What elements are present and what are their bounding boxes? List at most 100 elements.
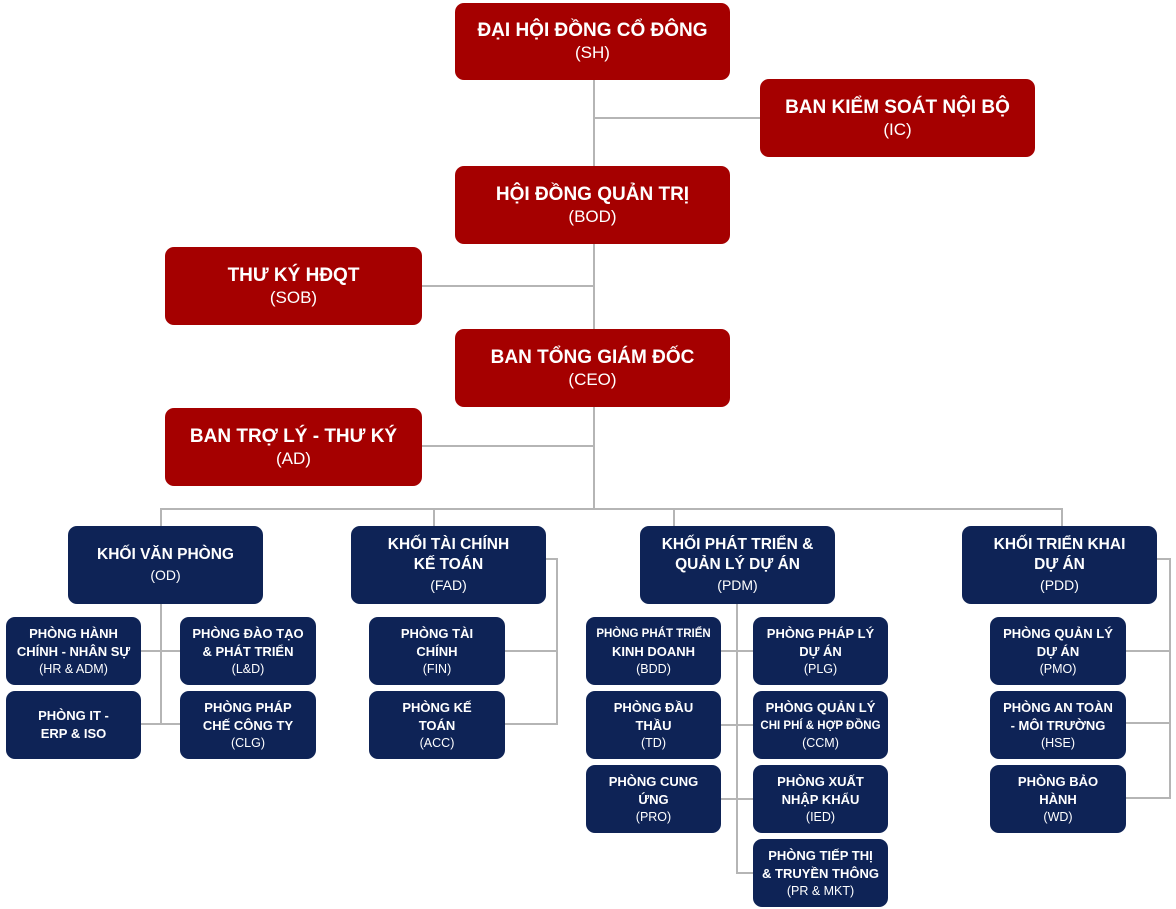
dept-title-line1: PHÒNG TÀI	[400, 625, 474, 641]
dept-title: PHÒNG AN TOÀN- MÔI TRƯỜNG	[1003, 699, 1113, 735]
connector-pdd-row3	[1126, 797, 1170, 799]
node-title: THƯ KÝ HĐQT	[227, 264, 360, 286]
dept-title-line1: PHÒNG CUNG	[608, 773, 699, 789]
dept-code: (IED)	[805, 809, 836, 824]
dept-title-line2: ỨNG	[638, 791, 669, 807]
dept-title: PHÒNG ĐÀO TẠO& PHÁT TRIỂN	[192, 625, 303, 661]
dept-title-line1: PHÒNG KẾ	[402, 699, 472, 715]
dept-code: (PRO)	[635, 809, 672, 824]
dept-corporate-legal[interactable]: PHÒNG PHÁP CHẾ CÔNG TY (CLG)	[180, 691, 316, 759]
dept-title-line1: PHÒNG BẢO	[1017, 773, 1099, 789]
connector-od-spine	[160, 604, 162, 725]
node-assistant-secretary[interactable]: BAN TRỢ LÝ - THƯ KÝ (AD)	[165, 408, 422, 486]
node-ceo[interactable]: BAN TỔNG GIÁM ĐỐC (CEO)	[455, 329, 730, 407]
dept-import-export[interactable]: PHÒNG XUẤT NHẬP KHẨU (IED)	[753, 765, 888, 833]
dept-code: (FIN)	[422, 661, 452, 676]
connector-pdm-row3	[721, 798, 753, 800]
dept-title-line2: HÀNH	[1039, 791, 1077, 807]
block-title-line2: DỰ ÁN	[1034, 556, 1085, 573]
node-title: BAN TỔNG GIÁM ĐỐC	[490, 346, 695, 368]
connector-ad	[422, 445, 594, 447]
node-code: (IC)	[883, 119, 912, 139]
connector-pdm-spine	[736, 604, 738, 874]
connector-od-row1	[141, 650, 181, 652]
dept-pr-marketing[interactable]: PHÒNG TIẾP THỊ& TRUYỀN THÔNG (PR & MKT)	[753, 839, 888, 907]
node-title: ĐẠI HỘI ĐỒNG CỔ ĐÔNG	[477, 20, 708, 41]
node-board-secretary[interactable]: THƯ KÝ HĐQT (SOB)	[165, 247, 422, 325]
dept-title: PHÒNG CUNG ỨNG	[609, 773, 699, 809]
dept-it-erp-iso[interactable]: PHÒNG IT -ERP & ISO	[6, 691, 141, 759]
node-code: (CEO)	[568, 369, 617, 389]
dept-title: PHÒNG PHÁT TRIỂN KINH DOANH	[596, 625, 710, 661]
dept-title-line2: & PHÁT TRIỂN	[202, 643, 294, 659]
block-title: KHỐI VĂN PHÒNG	[97, 546, 234, 563]
node-shareholders[interactable]: ĐẠI HỘI ĐỒNG CỔ ĐÔNG (SH)	[455, 3, 730, 80]
dept-code: (L&D)	[231, 661, 265, 676]
block-title-line1: KHỐI TÀI CHÍNH	[387, 536, 510, 553]
dept-title-line2: DỰ ÁN	[1036, 643, 1080, 659]
dept-title-line1: PHÒNG HÀNH	[29, 625, 118, 641]
dept-title-line1: PHÒNG TIẾP THỊ	[768, 847, 873, 863]
block-title-line1: KHỐI TRIỂN KHAI	[993, 536, 1126, 553]
connector-od-row2	[141, 723, 181, 725]
node-code: (SOB)	[269, 287, 318, 307]
connector-pdm-row1	[721, 650, 753, 652]
dept-title-line2: CHẾ CÔNG TY	[202, 717, 294, 733]
dept-title-line2: NHẬP KHẨU	[781, 791, 860, 807]
dept-title-line1: PHÒNG PHÁP	[204, 699, 292, 715]
dept-title-line2: TOÁN	[418, 717, 456, 733]
dept-title-line1: PHÒNG AN TOÀN	[1003, 699, 1113, 715]
block-office[interactable]: KHỐI VĂN PHÒNG (OD)	[68, 526, 263, 604]
dept-title: PHÒNG XUẤT NHẬP KHẨU	[777, 773, 864, 809]
node-internal-control[interactable]: BAN KIỂM SOÁT NỘI BỘ (IC)	[760, 79, 1035, 157]
dept-code: (PR & MKT)	[786, 883, 855, 898]
connector-bus	[160, 508, 1063, 510]
block-title-line2: KẾ TOÁN	[413, 556, 484, 573]
dept-code: (BDD)	[636, 661, 671, 676]
block-title: KHỐI TÀI CHÍNH KẾ TOÁN	[388, 535, 509, 575]
connector-pdd-top	[1157, 558, 1170, 560]
dept-learning-development[interactable]: PHÒNG ĐÀO TẠO& PHÁT TRIỂN (L&D)	[180, 617, 316, 685]
block-title: KHỐI PHÁT TRIỂN & QUẢN LÝ DỰ ÁN	[662, 535, 814, 575]
connector-drop-od	[160, 508, 162, 526]
dept-title-line1: PHÒNG PHÁT TRIỂN	[596, 627, 711, 640]
connector-pdd-row1	[1126, 650, 1170, 652]
dept-title-line2: CHI PHÍ & HỢP ĐỒNG	[760, 719, 881, 732]
dept-procurement[interactable]: PHÒNG CUNG ỨNG (PRO)	[586, 765, 721, 833]
block-finance-accounting[interactable]: KHỐI TÀI CHÍNH KẾ TOÁN (FAD)	[351, 526, 546, 604]
dept-title-line2: THẦU	[635, 717, 672, 733]
block-project-development[interactable]: KHỐI PHÁT TRIỂN & QUẢN LÝ DỰ ÁN (PDM)	[640, 526, 835, 604]
connector-pdm-row2	[721, 724, 753, 726]
dept-title: PHÒNG TIẾP THỊ& TRUYỀN THÔNG	[762, 847, 879, 883]
dept-code: (CLG)	[230, 735, 266, 750]
connector-sob	[422, 285, 594, 287]
dept-health-safety-environment[interactable]: PHÒNG AN TOÀN- MÔI TRƯỜNG (HSE)	[990, 691, 1126, 759]
connector-drop-pdm	[673, 508, 675, 526]
connector-pdd-row2	[1126, 722, 1170, 724]
connector-drop-fad	[433, 508, 435, 526]
block-project-delivery[interactable]: KHỐI TRIỂN KHAI DỰ ÁN (PDD)	[962, 526, 1157, 604]
dept-title: PHÒNG PHÁP CHẾ CÔNG TY	[203, 699, 293, 735]
dept-title-line2: DỰ ÁN	[799, 643, 842, 659]
node-board-of-directors[interactable]: HỘI ĐỒNG QUẢN TRỊ (BOD)	[455, 166, 730, 244]
dept-title-line2: KINH DOANH	[611, 643, 696, 659]
connector-fad-bracket	[556, 558, 558, 725]
block-code: (PDM)	[717, 577, 758, 593]
dept-business-development[interactable]: PHÒNG PHÁT TRIỂN KINH DOANH (BDD)	[586, 617, 721, 685]
dept-title-line1: PHÒNG PHÁP LÝ	[766, 625, 875, 641]
dept-title: PHÒNG IT -ERP & ISO	[38, 707, 109, 743]
dept-title: PHÒNG BẢO HÀNH	[1018, 773, 1098, 809]
dept-title-line1: PHÒNG XUẤT	[777, 773, 864, 789]
